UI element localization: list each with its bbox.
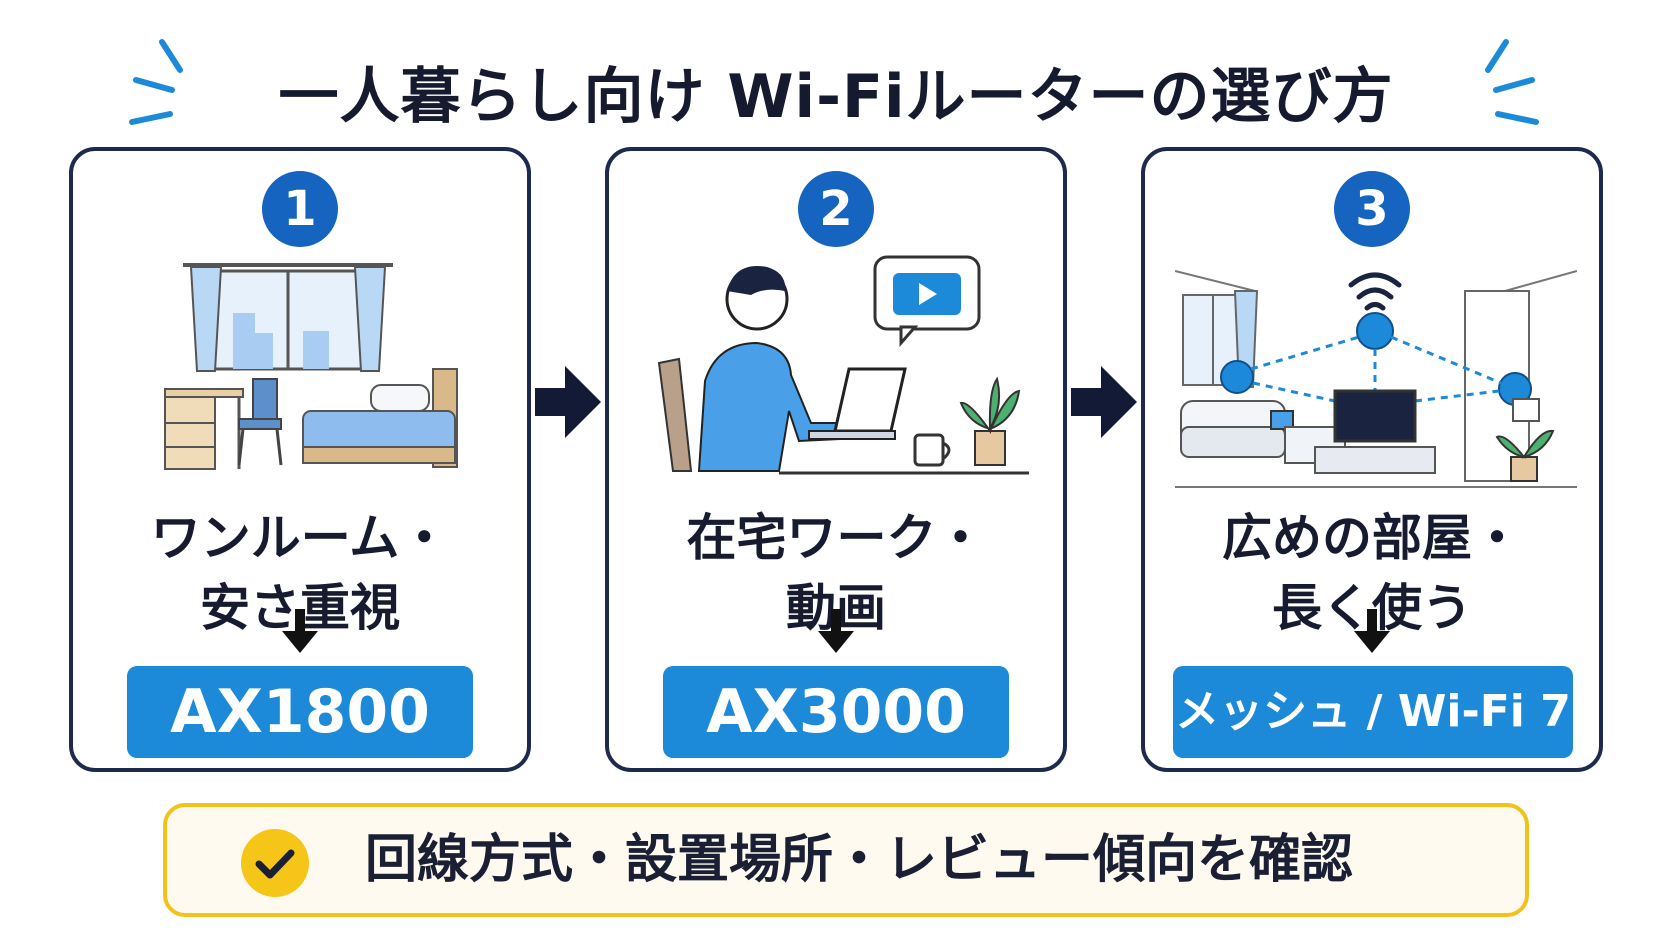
note-text: 回線方式・設置場所・レビュー傾向を確認: [365, 830, 1354, 890]
step-label-line1: 在宅ワーク・: [686, 509, 986, 567]
step-card-3: 3 広めの部屋: [1141, 147, 1603, 772]
step-number-badge: 2: [798, 171, 874, 247]
result-badge: AX3000: [663, 666, 1009, 758]
check-icon: [241, 829, 309, 897]
bedroom-illustration: [164, 263, 458, 470]
step-label: 広めの部屋・ 長く使う: [1145, 503, 1599, 643]
page-title: 一人暮らし向け Wi-Fiルーターの選び方: [278, 62, 1394, 132]
arrow-right-icon: [1071, 366, 1137, 438]
step-label: 在宅ワーク・ 動画: [609, 503, 1063, 643]
step-number-badge: 1: [262, 171, 338, 247]
arrow-down-icon: [282, 609, 318, 653]
step-label: ワンルーム・ 安さ重視: [73, 503, 527, 643]
mesh-network-illustration: [1175, 270, 1577, 488]
spark-left-icon: [129, 39, 183, 125]
step-card-1: 1 ワンルーム・ 安さ重視 AX1800: [69, 147, 531, 772]
step-label-line1: ワンルーム・: [150, 509, 450, 567]
arrow-down-icon: [1354, 609, 1390, 653]
arrow-right-icon: [535, 366, 601, 438]
step-label-line1: 広めの部屋・: [1222, 509, 1522, 567]
step-card-2: 2 在宅ワーク・ 動画 AX3000: [605, 147, 1067, 772]
result-badge: メッシュ / Wi-Fi 7: [1173, 666, 1573, 758]
arrow-down-icon: [818, 609, 854, 653]
result-badge: AX1800: [127, 666, 473, 758]
checklist-note: 回線方式・設置場所・レビュー傾向を確認: [163, 803, 1529, 917]
title-row: 一人暮らし向け Wi-Fiルーターの選び方: [0, 30, 1672, 140]
remote-work-illustration: [657, 255, 1029, 475]
spark-right-icon: [1485, 39, 1539, 125]
step-number-badge: 3: [1334, 171, 1410, 247]
